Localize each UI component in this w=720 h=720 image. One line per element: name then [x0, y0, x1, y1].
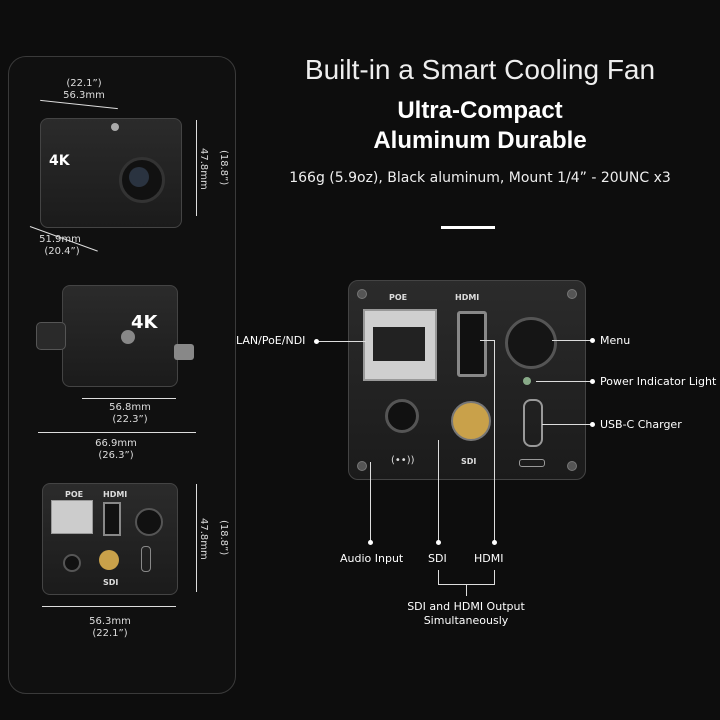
top-height-in: (18.8”) [218, 150, 229, 186]
usbc-port-small [141, 546, 151, 572]
headline: Built-in a Smart Cooling Fan [304, 54, 656, 85]
audio-glyph: (••)) [391, 455, 415, 466]
camera-top-view: 4K [40, 118, 182, 228]
power-led [523, 377, 531, 385]
screw-tr [567, 289, 577, 299]
top-depth-mm: 51.9mm [39, 234, 81, 245]
side-len1-in: (22.3”) [112, 414, 148, 425]
divider [441, 226, 495, 229]
sdi-label: SDI [461, 457, 477, 466]
usbc-port [523, 399, 543, 447]
badge-4k-side: 4K [131, 312, 158, 333]
hdmi-label: HDMI [455, 293, 480, 302]
ethernet-port-small [51, 500, 93, 534]
lens-barrel [36, 322, 66, 350]
callout-lan: LAN/PoE/NDI [236, 334, 306, 347]
usbc-dot [590, 422, 595, 427]
subheadline-line1: Ultra-Compact [397, 97, 563, 124]
poe-label-small: POE [65, 490, 84, 499]
subheadline: Ultra-Compact Aluminum Durable [250, 96, 710, 156]
callout-power: Power Indicator Light [600, 375, 717, 388]
hdmi-line [494, 340, 495, 542]
sdi-dot [436, 540, 441, 545]
audio-dot [368, 540, 373, 545]
side-len1-mm: 56.8mm [109, 402, 151, 413]
hdmi-port-small [103, 502, 121, 536]
power-dot [590, 379, 595, 384]
callout-sdi-hdmi-2: Simultaneously [423, 614, 509, 627]
side-len2-in: (26.3”) [98, 450, 134, 461]
back-width-in: (22.1”) [92, 628, 128, 639]
ethernet-port [363, 309, 437, 381]
back-width-line [42, 606, 176, 607]
bracket-right [494, 570, 495, 584]
top-depth-in: (20.4”) [44, 246, 80, 257]
back-height-line [196, 484, 197, 592]
lens-glass [129, 167, 149, 187]
sdi-port-small [99, 550, 119, 570]
audio-port [385, 399, 419, 433]
hdmi-label-small: HDMI [103, 490, 128, 499]
menu-button [505, 317, 557, 369]
screw-br [567, 461, 577, 471]
back-height-in: (18.8”) [218, 520, 229, 556]
callout-sdi: SDI [428, 552, 447, 565]
hdmi-line-h [480, 340, 494, 341]
top-width-mm: 56.3mm [63, 90, 105, 101]
mount-screw [111, 123, 119, 131]
callout-usbc: USB-C Charger [600, 418, 682, 431]
badge-4k: 4K [49, 153, 70, 169]
camera-back-small: POE HDMI SDI [42, 483, 178, 595]
top-height-line [196, 120, 197, 216]
camera-side-view: 4K [62, 285, 178, 387]
back-width-mm: 56.3mm [89, 616, 131, 627]
menu-line [552, 340, 592, 341]
top-height: 47.8mm [198, 148, 209, 190]
subheadline-line2: Aluminum Durable [373, 127, 587, 154]
menu-button-small [135, 508, 163, 536]
spec-line: 166g (5.9oz), Black aluminum, Mount 1/4”… [289, 170, 671, 186]
poe-label: POE [389, 293, 408, 302]
callout-hdmi: HDMI [474, 552, 504, 565]
power-line [536, 381, 592, 382]
mount-screw-side [121, 330, 135, 344]
hdmi-dot [492, 540, 497, 545]
screw-tl [357, 289, 367, 299]
side-len2-mm: 66.9mm [95, 438, 137, 449]
lan-dot [314, 339, 319, 344]
callout-audio: Audio Input [340, 552, 404, 565]
sdi-line [438, 440, 439, 542]
callout-menu: Menu [600, 334, 631, 347]
menu-dot [590, 338, 595, 343]
usbc-icon [519, 459, 545, 467]
bnc-connector [174, 344, 194, 360]
back-height: 47.8mm [198, 518, 209, 560]
audio-port-small [63, 554, 81, 572]
sdi-label-small: SDI [103, 578, 119, 587]
hdmi-port [457, 311, 487, 377]
side-len1-line [82, 398, 176, 399]
side-len2-line [38, 432, 196, 433]
ethernet-socket [373, 327, 425, 361]
bracket-stem [466, 584, 467, 596]
lan-line [318, 341, 366, 342]
usbc-line [542, 424, 592, 425]
screw-bl [357, 461, 367, 471]
camera-back-main: POE HDMI (••)) SDI [348, 280, 586, 480]
callout-sdi-hdmi-1: SDI and HDMI Output [407, 600, 525, 613]
audio-line [370, 462, 371, 542]
top-width-in: (22.1”) [66, 78, 102, 89]
sdi-port [451, 401, 491, 441]
bracket-left [438, 570, 439, 584]
